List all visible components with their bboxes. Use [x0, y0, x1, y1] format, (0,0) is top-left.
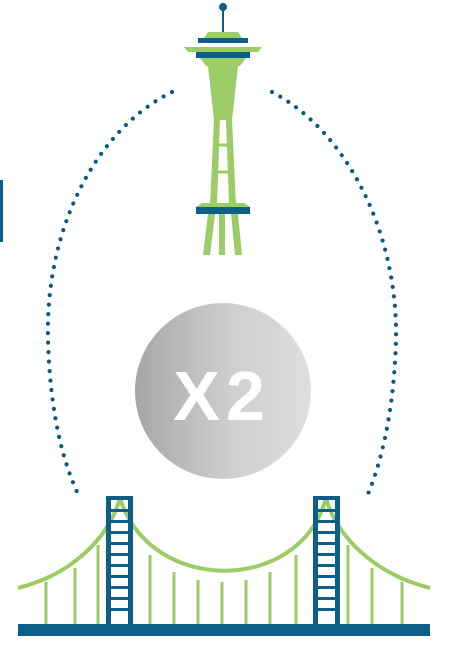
space-needle-icon — [184, 3, 262, 255]
edge-accent — [0, 180, 3, 242]
multiplier-label: X2 — [173, 357, 271, 435]
suspension-bridge-icon — [18, 496, 430, 636]
bridge-deck — [18, 624, 430, 636]
